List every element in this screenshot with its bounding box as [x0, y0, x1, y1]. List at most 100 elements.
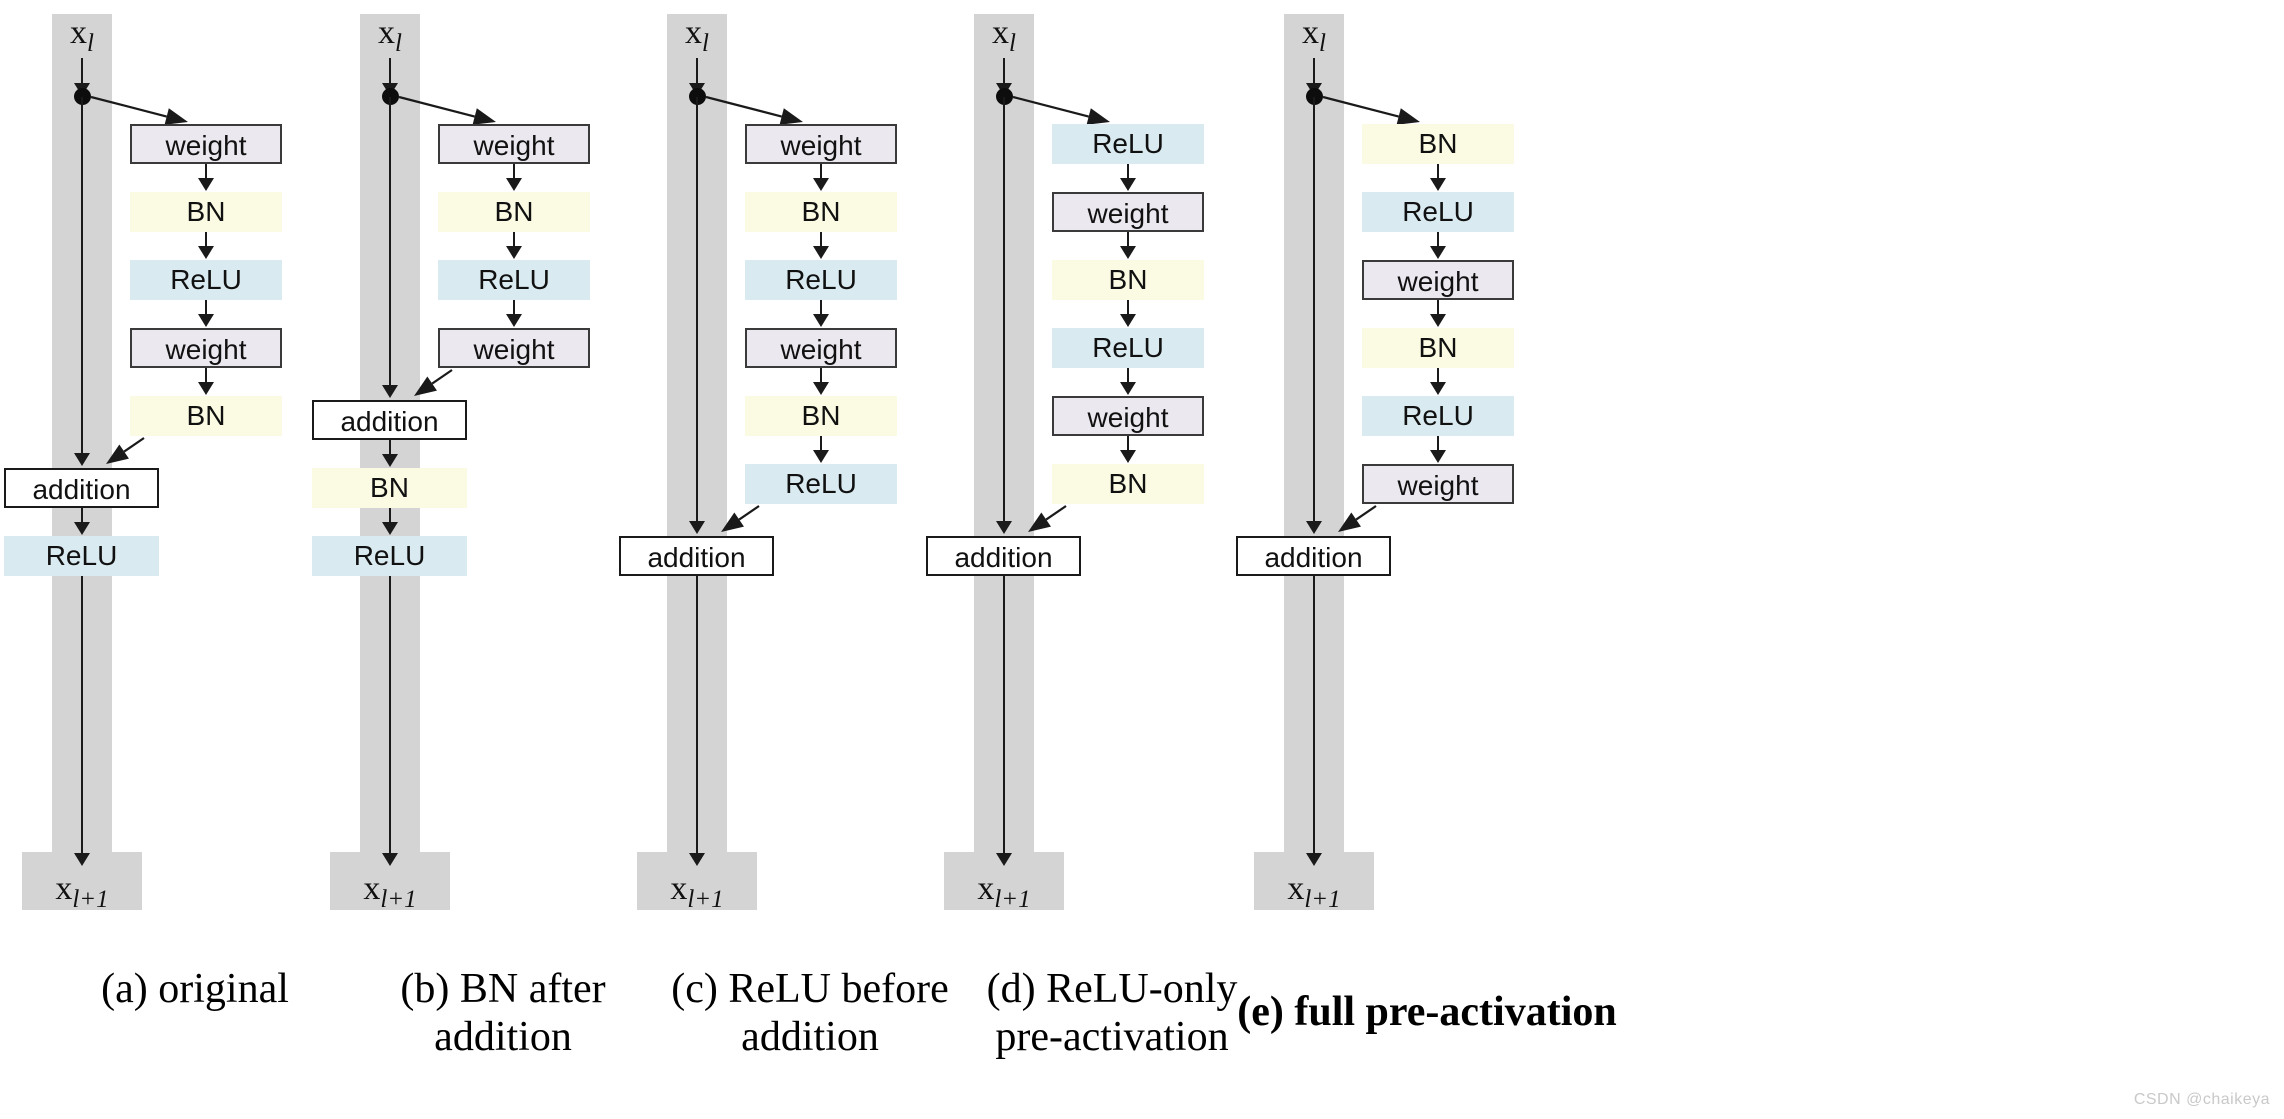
- op-box-relu[interactable]: ReLU: [1362, 396, 1514, 436]
- split-node-dot: [73, 88, 91, 105]
- output-label: xl+1: [12, 870, 152, 914]
- op-connector-arrow-head: [198, 314, 214, 327]
- output-label-sub: l+1: [994, 885, 1031, 913]
- op-box-bn[interactable]: BN: [745, 192, 897, 232]
- panel-caption-d: (d) ReLU-only pre-activation: [986, 966, 1238, 1061]
- op-connector-arrow-head: [813, 178, 829, 191]
- op-box-relu[interactable]: ReLU: [1362, 192, 1514, 232]
- op-box-bn[interactable]: BN: [1052, 260, 1204, 300]
- output-arrow: [389, 576, 391, 853]
- op-box-relu[interactable]: ReLU: [312, 536, 467, 576]
- output-label-x: x: [1287, 870, 1305, 907]
- output-label-x: x: [55, 870, 73, 907]
- op-box-bn[interactable]: BN: [130, 192, 282, 232]
- input-arrow: [696, 58, 698, 83]
- op-box-bn[interactable]: BN: [312, 468, 467, 508]
- op-box-relu[interactable]: ReLU: [130, 260, 282, 300]
- op-box-weight[interactable]: weight: [745, 328, 897, 368]
- output-arrow: [1313, 576, 1315, 853]
- op-box-weight[interactable]: weight: [438, 328, 590, 368]
- output-arrow-head: [1306, 853, 1322, 866]
- op-box-weight[interactable]: weight: [1052, 396, 1204, 436]
- identity-path-arrow-head: [996, 521, 1012, 534]
- op-connector-arrow: [1437, 300, 1439, 314]
- op-connector-arrow-head: [1430, 382, 1446, 395]
- op-connector-arrow: [205, 368, 207, 382]
- branch-merge-arrow: [106, 437, 145, 464]
- op-box-bn[interactable]: BN: [438, 192, 590, 232]
- op-box-weight[interactable]: weight: [438, 124, 590, 164]
- output-label-sub: l+1: [687, 885, 724, 913]
- op-connector-arrow: [1437, 436, 1439, 450]
- output-label: xl+1: [320, 870, 460, 914]
- watermark: CSDN @chaikeya: [2133, 1091, 2270, 1108]
- op-box-addition[interactable]: addition: [1236, 536, 1391, 576]
- op-box-weight[interactable]: weight: [130, 328, 282, 368]
- post-op-arrow-head: [74, 522, 90, 535]
- op-connector-arrow-head: [1120, 382, 1136, 395]
- op-box-weight[interactable]: weight: [1052, 192, 1204, 232]
- input-label-sub: l: [87, 29, 94, 57]
- post-op-arrow-head: [382, 454, 398, 467]
- op-connector-arrow: [1437, 232, 1439, 246]
- output-arrow-head: [996, 853, 1012, 866]
- op-box-bn[interactable]: BN: [1362, 124, 1514, 164]
- panel-caption-e: (e) full pre-activation: [1237, 989, 1617, 1035]
- input-label-sub: l: [1319, 29, 1326, 57]
- op-connector-arrow-head: [813, 314, 829, 327]
- op-box-weight[interactable]: weight: [1362, 260, 1514, 300]
- output-arrow-head: [689, 853, 705, 866]
- op-box-bn[interactable]: BN: [130, 396, 282, 436]
- op-box-addition[interactable]: addition: [926, 536, 1081, 576]
- op-connector-arrow: [1127, 164, 1129, 178]
- input-label-sub: l: [395, 29, 402, 57]
- identity-path-arrow-head: [74, 453, 90, 466]
- output-arrow: [1003, 576, 1005, 853]
- op-connector-arrow: [820, 436, 822, 450]
- op-box-weight[interactable]: weight: [745, 124, 897, 164]
- op-box-weight[interactable]: weight: [130, 124, 282, 164]
- branch-merge-arrow: [1028, 505, 1067, 532]
- op-connector-arrow-head: [813, 246, 829, 259]
- output-arrow: [696, 576, 698, 853]
- op-connector-arrow: [820, 164, 822, 178]
- op-box-bn[interactable]: BN: [745, 396, 897, 436]
- panel-caption-a: (a) original: [101, 966, 289, 1012]
- post-op-arrow-head: [382, 522, 398, 535]
- op-connector-arrow: [820, 300, 822, 314]
- op-box-addition[interactable]: addition: [312, 400, 467, 440]
- op-box-bn[interactable]: BN: [1052, 464, 1204, 504]
- input-label: xl: [944, 14, 1064, 58]
- post-op-arrow: [81, 508, 83, 522]
- identity-path-arrow-head: [1306, 521, 1322, 534]
- op-box-addition[interactable]: addition: [619, 536, 774, 576]
- input-arrow: [389, 58, 391, 83]
- op-box-bn[interactable]: BN: [1362, 328, 1514, 368]
- branch-entry-arrow: [90, 95, 188, 125]
- op-connector-arrow-head: [1430, 450, 1446, 463]
- input-label-sub: l: [1009, 29, 1016, 57]
- op-box-relu[interactable]: ReLU: [438, 260, 590, 300]
- op-box-addition[interactable]: addition: [4, 468, 159, 508]
- op-connector-arrow: [513, 164, 515, 178]
- identity-shortcut-arrowhead: [330, 852, 450, 910]
- identity-path-arrow: [1313, 97, 1315, 521]
- op-box-relu[interactable]: ReLU: [745, 260, 897, 300]
- input-label: xl: [22, 14, 142, 58]
- panel-caption-b: (b) BN after addition: [400, 966, 606, 1061]
- output-arrow-head: [382, 853, 398, 866]
- op-box-relu[interactable]: ReLU: [1052, 328, 1204, 368]
- output-label-x: x: [977, 870, 995, 907]
- output-arrow-head: [74, 853, 90, 866]
- identity-path-arrow: [81, 97, 83, 453]
- post-op-arrow: [389, 508, 391, 522]
- input-label-x: x: [992, 14, 1010, 51]
- input-label-sub: l: [702, 29, 709, 57]
- op-box-weight[interactable]: weight: [1362, 464, 1514, 504]
- op-box-relu[interactable]: ReLU: [1052, 124, 1204, 164]
- op-box-relu[interactable]: ReLU: [4, 536, 159, 576]
- op-connector-arrow-head: [198, 246, 214, 259]
- op-box-relu[interactable]: ReLU: [745, 464, 897, 504]
- identity-path-arrow: [1003, 97, 1005, 521]
